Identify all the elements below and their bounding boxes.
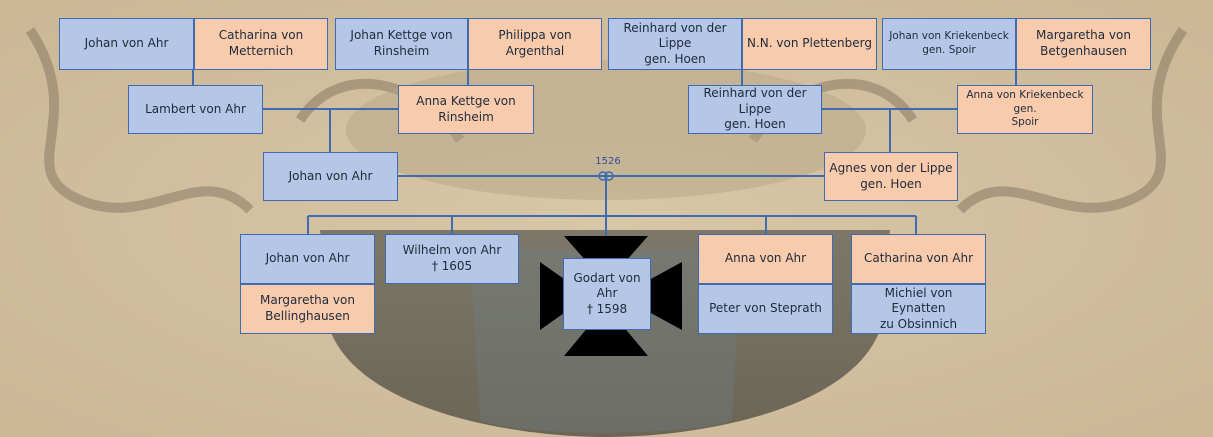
person-nn-von-plettenberg: N.N. von Plettenberg: [742, 18, 877, 70]
person-catharina-von-metternich: Catharina von Metternich: [194, 18, 328, 70]
person-godart-von-ahr: Godart von Ahr † 1598: [563, 258, 651, 330]
person-reinhard-von-der-lippe-sr: Reinhard von der Lippe gen. Hoen: [608, 18, 742, 70]
person-peter-von-steprath: Peter von Steprath: [698, 284, 833, 334]
person-johan-von-ahr-gen3: Johan von Ahr: [263, 152, 398, 201]
person-reinhard-von-der-lippe: Reinhard von der Lippe gen. Hoen: [688, 85, 822, 134]
person-agnes-von-der-lippe: Agnes von der Lippe gen. Hoen: [824, 152, 958, 201]
person-margaretha-von-bellinghausen: Margaretha von Bellinghausen: [240, 284, 375, 334]
person-wilhelm-von-ahr: Wilhelm von Ahr † 1605: [385, 234, 519, 284]
person-anna-kettge-von-rinsheim: Anna Kettge von Rinsheim: [398, 85, 534, 134]
person-catharina-von-ahr: Catharina von Ahr: [851, 234, 986, 284]
person-margaretha-von-betgenhausen: Margaretha von Betgenhausen: [1016, 18, 1151, 70]
marriage-year: 1526: [595, 156, 621, 167]
person-michiel-von-eynatten: Michiel von Eynatten zu Obsinnich: [851, 284, 986, 334]
person-philippa-von-argenthal: Philippa von Argenthal: [468, 18, 602, 70]
person-johan-von-kriekenbeck: Johan von Kriekenbeck gen. Spoir: [882, 18, 1016, 70]
person-johan-kettge-von-rinsheim: Johan Kettge von Rinsheim: [335, 18, 468, 70]
person-johan-von-ahr-gen1: Johan von Ahr: [59, 18, 194, 70]
person-anna-von-ahr: Anna von Ahr: [698, 234, 833, 284]
person-lambert-von-ahr: Lambert von Ahr: [128, 85, 263, 134]
person-anna-von-kriekenbeck: Anna von Kriekenbeck gen. Spoir: [957, 85, 1093, 134]
person-johan-von-ahr-child: Johan von Ahr: [240, 234, 375, 284]
